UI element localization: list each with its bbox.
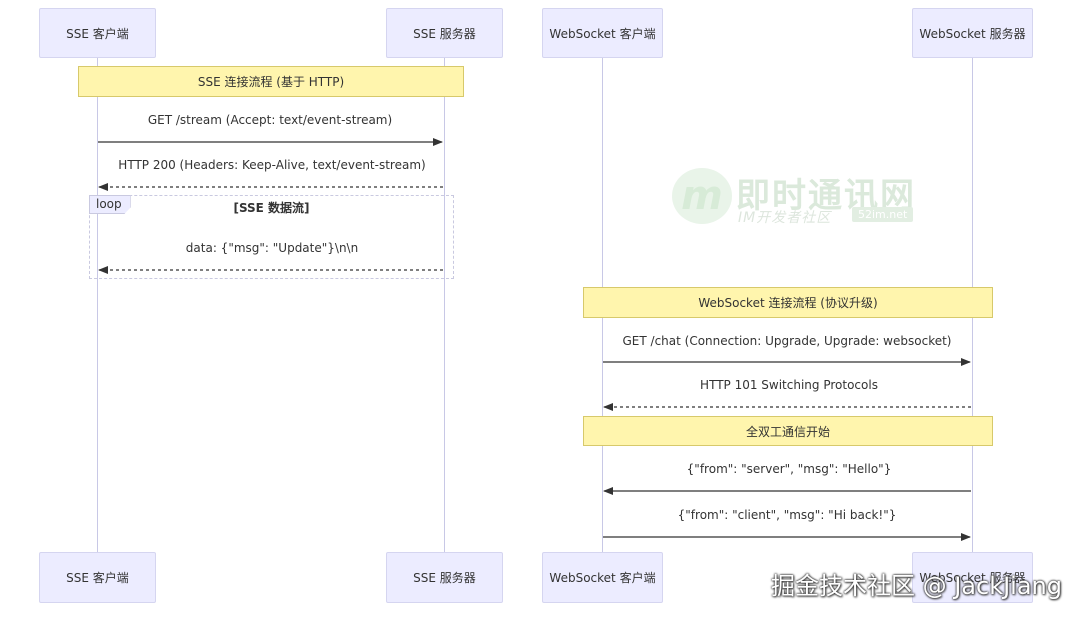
lifeline-sse-client (97, 58, 98, 552)
lifeline-sse-server (444, 58, 445, 552)
watermark-subtitle: IM开发者社区 (738, 210, 832, 226)
note-ws-duplex: 全双工通信开始 (583, 416, 993, 446)
label-ws-server-msg: {"from": "server", "msg": "Hello"} (686, 462, 892, 476)
actor-sse-server-top: SSE 服务器 (386, 8, 503, 58)
loop-condition: [SSE 数据流] (233, 201, 310, 215)
actor-ws-client-top: WebSocket 客户端 (542, 8, 663, 58)
label-ws-client-msg: {"from": "client", "msg": "Hi back!"} (677, 508, 897, 522)
loop-box: loop [SSE 数据流] (89, 195, 454, 279)
label-sse-data: data: {"msg": "Update"}\n\n (185, 241, 359, 255)
note-sse-connection: SSE 连接流程 (基于 HTTP) (78, 66, 464, 97)
actor-sse-client-bottom: SSE 客户端 (39, 552, 156, 603)
actor-sse-client-top: SSE 客户端 (39, 8, 156, 58)
note-ws-connection: WebSocket 连接流程 (协议升级) (583, 287, 993, 318)
label-ws-get: GET /chat (Connection: Upgrade, Upgrade:… (622, 334, 952, 348)
label-sse-200: HTTP 200 (Headers: Keep-Alive, text/even… (118, 158, 426, 172)
footer-watermark: 掘金技术社区 @ JackJiang (770, 572, 1062, 600)
label-ws-101: HTTP 101 Switching Protocols (700, 378, 878, 392)
actor-ws-server-bottom: WebSocket 服务器 (912, 552, 1033, 603)
watermark-logo-icon: m (672, 168, 732, 224)
loop-tag: loop (89, 195, 131, 214)
actor-sse-server-bottom: SSE 服务器 (386, 552, 503, 603)
actor-ws-client-bottom: WebSocket 客户端 (542, 552, 663, 603)
actor-ws-server-top: WebSocket 服务器 (912, 8, 1033, 58)
watermark-domain: 52im.net (852, 207, 914, 222)
label-sse-get: GET /stream (Accept: text/event-stream) (147, 113, 393, 127)
